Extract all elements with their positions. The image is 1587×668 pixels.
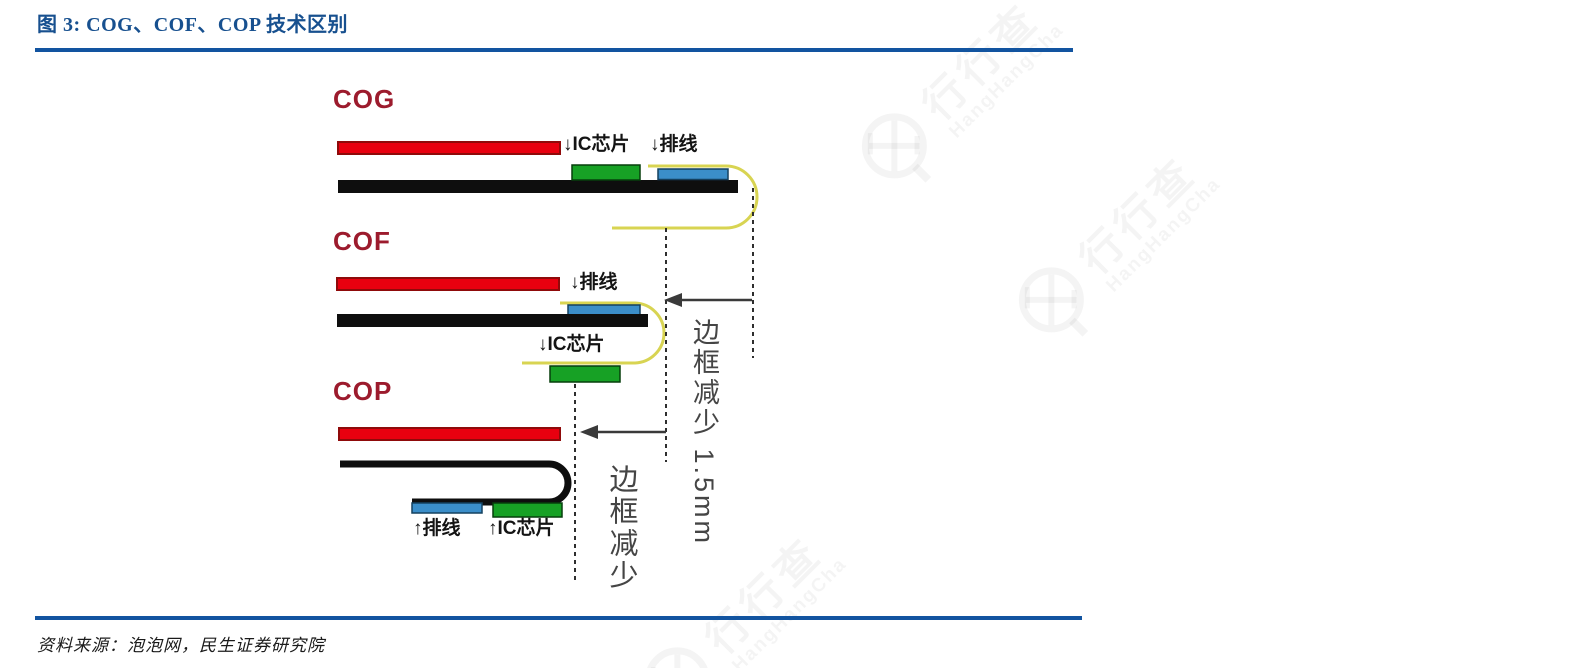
cog-cable-pad [657,168,729,181]
cop-folded-substrate-curve [340,460,572,506]
cog-cable-label: ↓排线 [650,134,698,155]
top-divider [35,48,1073,52]
cog-ic-chip [571,164,641,181]
cof-cable-label: ↓排线 [570,272,618,293]
cof-cable-pad [567,304,641,316]
cof-bezel-reduction-note: 边框减少 1.5mm [689,318,719,547]
cog-label: COG [333,84,396,114]
cop-ic-chip [492,502,563,518]
cop-reduction-arrow [580,425,666,439]
cof-ic-chip-label: ↓IC芯片 [538,334,605,355]
cof-label: COF [333,226,391,256]
cop-label: COP [333,376,393,406]
cog-glass-substrate-bar [338,180,738,193]
cof-polarizer-bar [336,277,560,291]
cop-bezel-reduction-note: 边框减少 [605,464,637,592]
cop-cable-pad [411,502,483,514]
cog-polarizer-bar [337,141,561,155]
cop-polarizer-bar [338,427,561,441]
cop-cable-label: ↑排线 [413,518,461,539]
source-note: 资料来源：泡泡网，民生证券研究院 [37,636,325,655]
cof-ic-chip [549,365,621,383]
bottom-divider [35,616,1082,620]
cof-reduction-arrow [664,293,752,307]
cof-glass-substrate-bar [337,314,648,327]
cog-flex-cable-curve [612,164,759,230]
cop-ic-chip-label: ↑IC芯片 [488,518,555,539]
figure-title: 图 3: COG、COF、COP 技术区别 [37,14,349,36]
cof-flex-cable-curve [522,301,666,365]
cog-ic-chip-label: ↓IC芯片 [563,134,630,155]
